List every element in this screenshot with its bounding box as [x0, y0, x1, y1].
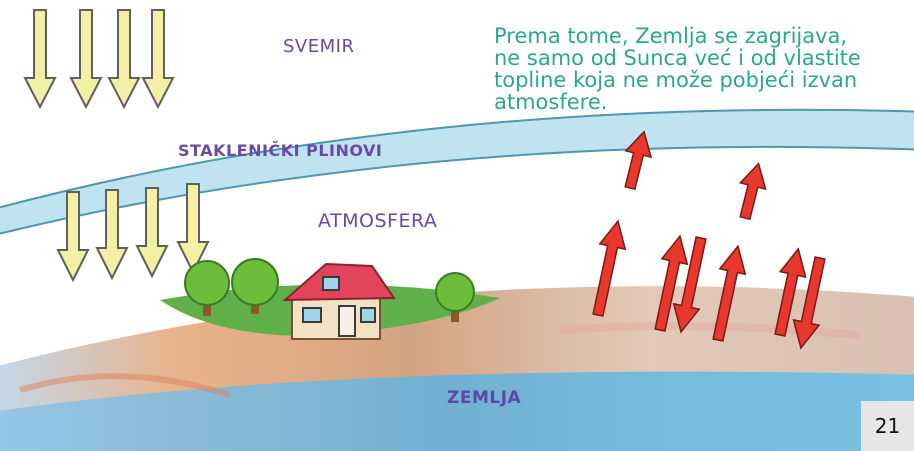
page-number: 21	[861, 401, 914, 451]
escaping-heat-rays	[624, 130, 767, 221]
tree-icon	[184, 260, 230, 316]
yellow-down-arrow-icon	[69, 9, 103, 110]
caption-line: topline koja ne može pobjeći izvan	[494, 68, 858, 92]
red-down-arrow-icon	[672, 236, 707, 334]
sun-rays-atmosphere	[56, 183, 210, 283]
yellow-down-arrow-icon	[107, 9, 141, 110]
sun-rays-space	[23, 9, 175, 110]
red-up-arrow-icon	[712, 244, 747, 342]
greenhouse-gas-layer	[0, 108, 914, 235]
label-earth: ZEMLJA	[447, 388, 522, 408]
label-greenhouse-gases: STAKLENIČKI PLINOVI	[178, 141, 383, 160]
red-up-arrow-icon	[592, 219, 627, 317]
trapped-heat-rays	[592, 219, 826, 350]
tree-icon	[435, 272, 475, 322]
yellow-down-arrow-icon	[135, 187, 169, 279]
caption-line: Prema tome, Zemlja se zagrijava,	[494, 24, 848, 48]
red-up-arrow-icon	[624, 130, 653, 191]
yellow-down-arrow-icon	[95, 189, 129, 281]
red-up-arrow-icon	[738, 162, 767, 221]
caption-text: Prema tome, Zemlja se zagrijava, ne samo…	[494, 25, 914, 113]
red-up-arrow-icon	[774, 247, 807, 337]
yellow-down-arrow-icon	[176, 183, 210, 275]
caption-line: atmosfere.	[494, 90, 608, 114]
red-up-arrow-icon	[654, 234, 689, 332]
yellow-down-arrow-icon	[56, 191, 90, 283]
red-down-arrow-icon	[792, 256, 826, 350]
label-atmosphere: ATMOSFERA	[318, 210, 438, 232]
label-space: SVEMIR	[283, 36, 355, 57]
yellow-down-arrow-icon	[23, 9, 57, 110]
tree-icon	[231, 258, 279, 314]
house-icon	[282, 262, 396, 340]
yellow-down-arrow-icon	[141, 9, 175, 110]
caption-line: ne samo od Sunca već i od vlastite	[494, 46, 861, 70]
